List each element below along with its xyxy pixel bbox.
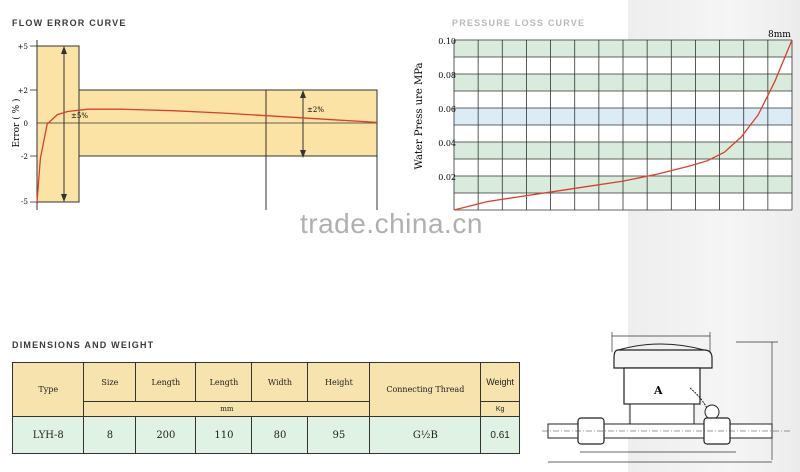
meter-lid-top xyxy=(617,343,705,351)
flow-annotation-2pct: ±2% xyxy=(307,106,324,114)
cell-length-2: 110 xyxy=(195,416,253,454)
flow-error-title: FLOW ERROR CURVE xyxy=(12,18,127,28)
pressure-tick-label: 0.02 xyxy=(438,173,456,182)
meter-logo: A xyxy=(653,384,663,397)
header-connecting-thread: Connecting Thread xyxy=(369,362,482,417)
flow-arrowhead-up xyxy=(61,46,67,54)
pressure-tick-label: 0.06 xyxy=(438,105,456,114)
cell-width: 80 xyxy=(251,416,309,454)
flow-arrowhead-up-2 xyxy=(300,90,306,98)
flow-tick-label: -5 xyxy=(21,198,28,206)
unit-kg: Kg xyxy=(480,401,520,417)
header-type: Type xyxy=(11,362,85,417)
flow-arrowhead-down xyxy=(61,194,67,202)
pressure-tick-label: 0.04 xyxy=(438,139,456,148)
header-length: Length xyxy=(135,362,197,402)
cell-height: 95 xyxy=(307,416,371,454)
cell-thread: G½B xyxy=(369,416,482,454)
cell-size: 8 xyxy=(83,416,137,454)
flow-y-label: Error ( % ) xyxy=(11,98,22,147)
cell-weight: 0.61 xyxy=(480,416,520,454)
header-weight: Weight xyxy=(480,362,520,402)
watermark: trade.china.cn xyxy=(300,208,483,239)
dimensions-table: Type Size Length Length Width Height Con… xyxy=(11,362,520,454)
flow-tick-label: +2 xyxy=(18,87,28,95)
dimensions-title: DIMENSIONS AND WEIGHT xyxy=(12,340,155,350)
flow-tick-label: 0 xyxy=(24,120,28,128)
cell-type: LYH-8 xyxy=(11,416,85,454)
pressure-loss-title: PRESSURE LOSS CURVE xyxy=(452,18,586,28)
pressure-y-label: Water Press ure MPa xyxy=(414,62,425,169)
header-length-2: Length xyxy=(195,362,253,402)
flow-error-chart: +5 +2 0 -2 -5 Error ( % ) ±5% ±2% xyxy=(11,40,378,210)
cell-length: 200 xyxy=(135,416,197,454)
flow-tick-label: +5 xyxy=(18,43,28,51)
flow-tolerance-band-low xyxy=(36,45,80,203)
water-meter-drawing: A xyxy=(542,332,790,463)
meter-lid xyxy=(613,349,713,369)
unit-mm: mm xyxy=(83,401,371,417)
flow-error-curve xyxy=(36,108,378,203)
header-width: Width xyxy=(251,362,309,402)
pressure-tick-label: 0.08 xyxy=(438,71,456,80)
meter-seal xyxy=(704,404,720,420)
meter-head xyxy=(623,367,701,405)
header-size: Size xyxy=(83,362,137,402)
flow-arrowhead-down-2 xyxy=(300,150,306,158)
header-height: Height xyxy=(307,362,371,402)
pressure-loss-curve xyxy=(453,39,793,211)
pressure-loss-chart: Water Press ure MPa 0.10 0.08 0.06 0.04 … xyxy=(414,30,793,211)
pressure-tick-label: 0.10 xyxy=(438,37,456,46)
pressure-series-label: 8mm xyxy=(768,30,791,40)
flow-tick-label: -2 xyxy=(21,153,28,161)
flow-annotation-5pct: ±5% xyxy=(71,112,88,120)
